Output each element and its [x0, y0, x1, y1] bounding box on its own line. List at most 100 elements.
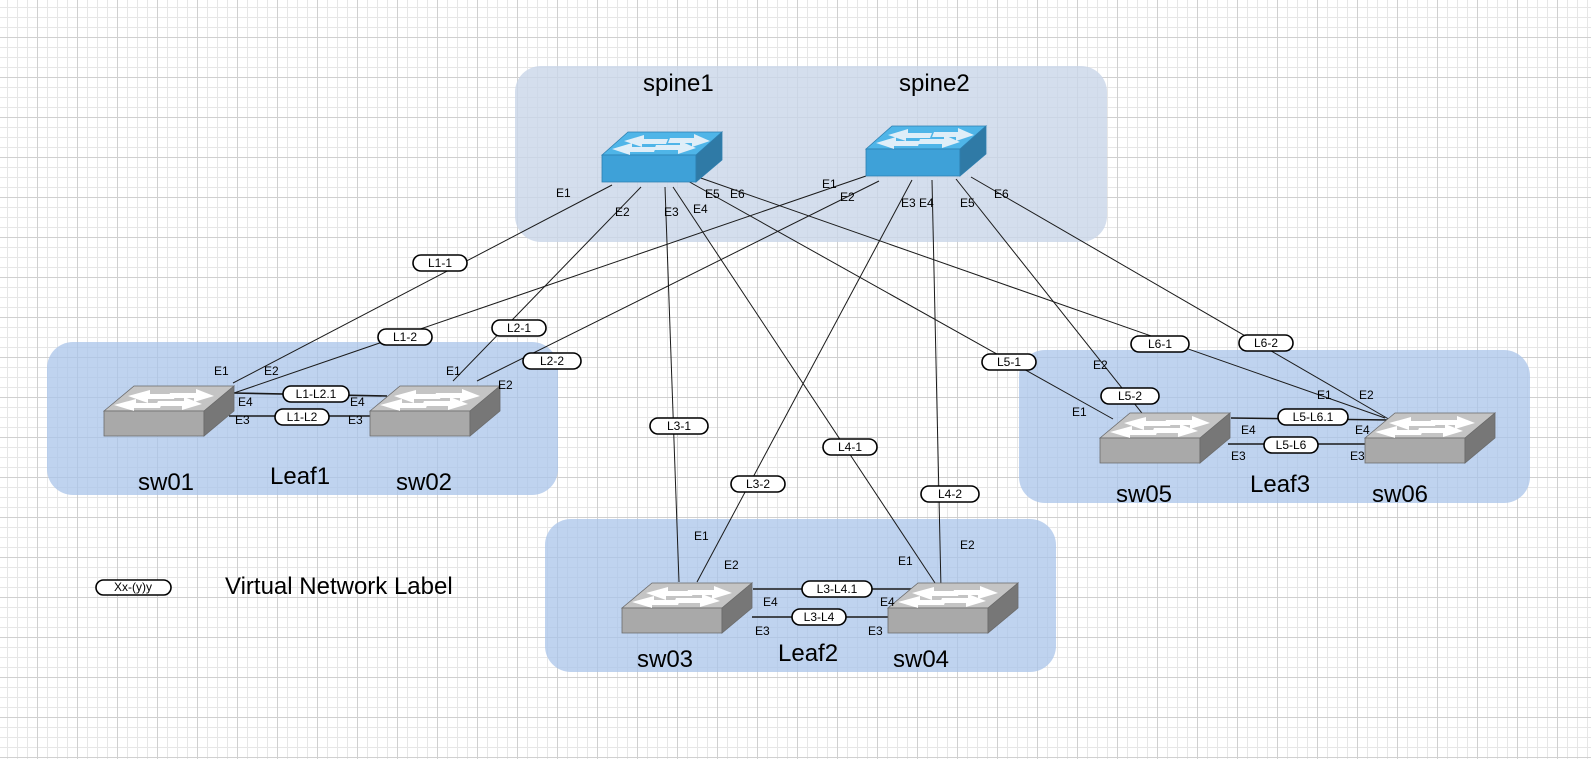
node-label-spine1: spine1 [643, 70, 714, 97]
legend-description: Virtual Network Label [225, 573, 453, 600]
link-L3-2[interactable] [696, 179, 913, 583]
legend-sample-label: Xx-(y)y [114, 580, 152, 594]
port-label: E6 [730, 187, 745, 201]
vnl-L5-L6.1[interactable]: L5-L6.1 [1277, 408, 1349, 426]
vnl-text: L2-2 [540, 354, 564, 368]
vnl-text: L3-2 [746, 477, 770, 491]
node-label-sw04: sw04 [893, 646, 949, 673]
vnl-text: L6-1 [1148, 337, 1172, 351]
link-L4-1[interactable] [672, 186, 940, 590]
vnl-text: L5-L6.1 [1293, 410, 1334, 424]
vnl-text: L1-L2.1 [296, 387, 337, 401]
port-label: E2 [264, 364, 279, 378]
vnl-text: L1-2 [393, 330, 417, 344]
vnl-L1-L2.1[interactable]: L1-L2.1 [282, 385, 350, 403]
port-label: E4 [763, 595, 778, 609]
group-label-leaf1: Leaf1 [270, 463, 330, 490]
vnl-L3-L4.1[interactable]: L3-L4.1 [801, 580, 873, 598]
vnl-text: L5-2 [1118, 389, 1142, 403]
link-L6-1[interactable] [694, 175, 1386, 419]
node-label-sw03: sw03 [637, 646, 693, 673]
link-L6-2[interactable] [970, 176, 1393, 422]
port-label: E1 [694, 529, 709, 543]
node-label-sw01: sw01 [138, 469, 194, 496]
link-L3-1[interactable] [664, 186, 680, 583]
port-label: E1 [822, 177, 837, 191]
port-label: E5 [705, 187, 720, 201]
port-label: E3 [1350, 449, 1365, 463]
node-label-sw05: sw05 [1116, 481, 1172, 508]
vnl-L1-2[interactable]: L1-2 [377, 328, 433, 346]
port-label: E6 [994, 187, 1009, 201]
vnl-L3-L4[interactable]: L3-L4 [791, 608, 847, 626]
port-label: E3 [348, 413, 363, 427]
vnl-L6-1[interactable]: L6-1 [1130, 335, 1190, 353]
port-label: E1 [1072, 405, 1087, 419]
link-L4-2[interactable] [931, 179, 942, 590]
port-label: E3 [664, 205, 679, 219]
vnl-L4-2[interactable]: L4-2 [920, 485, 980, 503]
vnl-text: L6-2 [1254, 336, 1278, 350]
link-L1-2[interactable] [233, 175, 867, 394]
links-layer [229, 175, 1393, 618]
link-L2-2[interactable] [476, 180, 880, 382]
vnl-text: L3-L4 [804, 610, 835, 624]
vnl-L2-1[interactable]: L2-1 [491, 319, 547, 337]
vnl-L6-2[interactable]: L6-2 [1238, 334, 1294, 352]
port-label: E1 [446, 364, 461, 378]
vnl-L3-1[interactable]: L3-1 [649, 417, 709, 435]
port-label: E4 [693, 202, 708, 216]
port-label: E3 [755, 624, 770, 638]
port-label: E4 [238, 395, 253, 409]
legend: Xx-(y)y Virtual Network Label [95, 573, 453, 600]
port-label: E1 [898, 554, 913, 568]
port-label: E2 [1093, 358, 1108, 372]
port-label: E2 [615, 205, 630, 219]
vnl-text: L4-2 [938, 487, 962, 501]
node-label-spine2: spine2 [899, 70, 970, 97]
switch-spine1[interactable] [601, 131, 723, 183]
vnl-text: L5-L6 [1276, 438, 1307, 452]
vnl-L3-2[interactable]: L3-2 [730, 475, 786, 493]
vnl-text: L3-1 [667, 419, 691, 433]
vnl-L1-1[interactable]: L1-1 [412, 254, 468, 272]
vnl-L5-L6[interactable]: L5-L6 [1263, 436, 1319, 454]
vnl-L5-1[interactable]: L5-1 [981, 353, 1037, 371]
vnl-L4-1[interactable]: L4-1 [822, 438, 878, 456]
port-label: E3 [235, 413, 250, 427]
link-L5-2[interactable] [955, 178, 1146, 418]
link-L1-1[interactable] [232, 184, 613, 384]
vnl-text: L5-1 [997, 355, 1021, 369]
vnl-L5-2[interactable]: L5-2 [1100, 387, 1160, 405]
group-box-leaf2 [545, 519, 1056, 672]
port-label: E2 [840, 190, 855, 204]
switch-spine2[interactable] [865, 125, 987, 177]
group-label-leaf3: Leaf3 [1250, 471, 1310, 498]
port-label: E3 [868, 624, 883, 638]
link-L5-1[interactable] [685, 179, 1114, 420]
legend-pill [95, 579, 172, 596]
port-label: E2 [960, 538, 975, 552]
vnl-text: L1-1 [428, 256, 452, 270]
vnl-text: L2-1 [507, 321, 531, 335]
vnl-L2-2[interactable]: L2-2 [522, 352, 582, 370]
vnl-text: L4-1 [838, 440, 862, 454]
node-label-sw06: sw06 [1372, 481, 1428, 508]
port-label: E4 [1355, 423, 1370, 437]
group-label-leaf2: Leaf2 [778, 640, 838, 667]
link-L2-1[interactable] [452, 186, 642, 382]
port-label: E5 [960, 196, 975, 210]
port-label: E1 [1317, 388, 1332, 402]
port-label: E3 [1231, 449, 1246, 463]
port-label: E4 [919, 196, 934, 210]
port-label: E4 [880, 595, 895, 609]
port-label: E2 [724, 558, 739, 572]
port-label: E3 [901, 196, 916, 210]
port-label: E4 [350, 395, 365, 409]
vnl-text: L3-L4.1 [817, 582, 858, 596]
vnl-L1-L2[interactable]: L1-L2 [274, 408, 330, 426]
vnl-text: L1-L2 [287, 410, 318, 424]
group-box-spine [515, 66, 1107, 242]
node-label-sw02: sw02 [396, 469, 452, 496]
